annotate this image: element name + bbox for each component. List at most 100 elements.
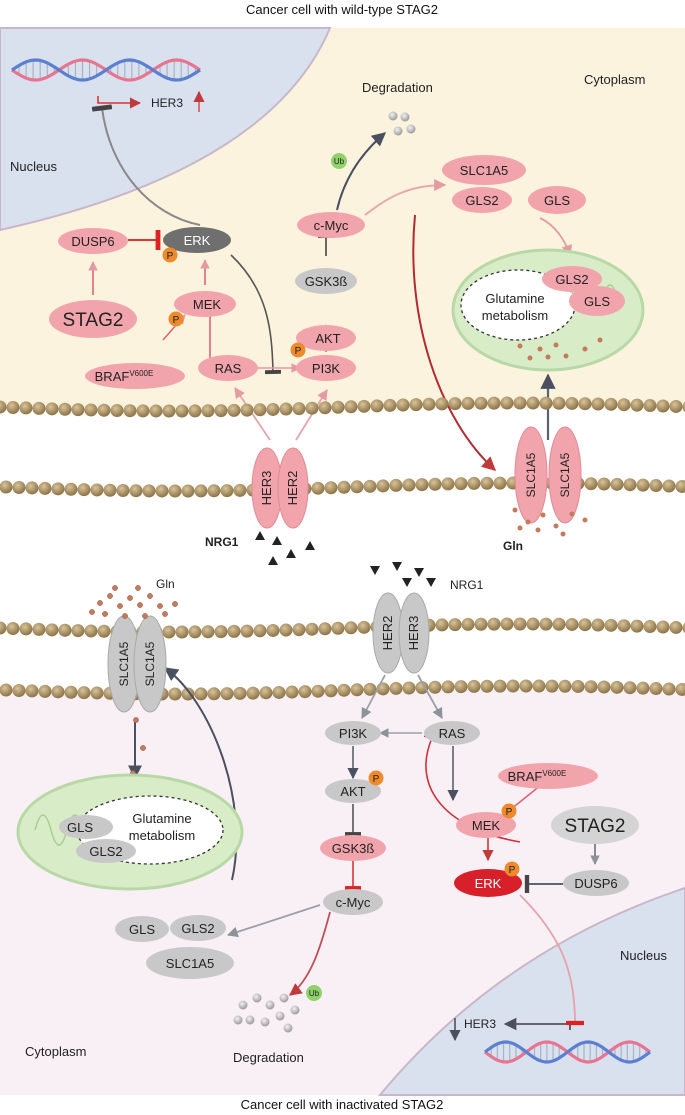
lipid-head (220, 687, 234, 701)
phospho-badge-label: P (506, 807, 513, 818)
lipid-head (84, 403, 98, 417)
bottom-gsk3b-node: GSK3ß (320, 835, 386, 861)
lipid-head (428, 680, 442, 694)
dna-strand (484, 1040, 651, 1064)
lipid-head (682, 622, 685, 634)
lipid-head (292, 623, 306, 637)
membrane-beads (0, 617, 685, 701)
lipid-head (84, 624, 98, 638)
lipid-head (396, 398, 410, 412)
lipid-head (623, 681, 637, 695)
bottom-her3-receptor-label: HER3 (406, 616, 421, 651)
lipid-head (103, 483, 117, 497)
lipid-head (129, 484, 143, 498)
lipid-head (636, 478, 650, 492)
bottom-degradation-label: Degradation (233, 1050, 304, 1065)
top-degradation-label: Degradation (362, 80, 433, 95)
bottom-mek-node: MEK P (456, 803, 517, 838)
lipid-head (610, 680, 624, 694)
top-dusp6-node: DUSP6 (58, 228, 128, 254)
top-erk-label: ERK (184, 233, 211, 248)
lipid-head (227, 624, 241, 638)
top-pi3k-node: PI3K (296, 355, 356, 381)
top-gls-label: GLS (544, 193, 570, 208)
lipid-head (506, 679, 520, 693)
phospho-badge-label: P (509, 865, 516, 876)
top-gsk3b-node: GSK3ß (295, 268, 357, 294)
top-nrg1-triangles (255, 531, 315, 565)
bottom-mito-gls: GLS (67, 820, 93, 835)
lipid-head (311, 481, 325, 495)
lipid-head (376, 479, 390, 493)
top-erk-node: ERK P (162, 227, 231, 263)
lipid-head (643, 620, 657, 634)
lipid-head (454, 680, 468, 694)
top-nodes: DUSP6 ERK P STAG2 MEK P BRAFV600E RAS (49, 153, 586, 389)
lipid-head (467, 476, 481, 490)
lipid-head (552, 617, 566, 631)
bottom-her2-receptor-label: HER2 (380, 616, 395, 651)
top-cytoplasm-label: Cytoplasm (584, 72, 645, 87)
lipid-head (6, 400, 20, 414)
top-pi3k-label: PI3K (312, 361, 341, 376)
top-mito-gls2: GLS2 (555, 272, 588, 287)
lipid-head (97, 624, 111, 638)
lipid-head (0, 683, 13, 697)
lipid-head (25, 481, 39, 495)
lipid-head (233, 686, 247, 700)
lipid-head (32, 622, 46, 636)
lipid-head (6, 621, 20, 635)
lipid-head (682, 401, 685, 413)
phospho-badge (504, 861, 520, 877)
lipid-head (175, 404, 189, 418)
lipid-head (110, 403, 124, 417)
lipid-head (58, 623, 72, 637)
phospho-badge (368, 770, 384, 786)
bottom-degradation-dots (233, 993, 300, 1033)
lipid-head (435, 618, 449, 632)
lipid-head (201, 625, 215, 639)
lipid-head (45, 623, 59, 637)
bottom-mek-label: MEK (472, 818, 501, 833)
lipid-head (279, 623, 293, 637)
lipid-head (201, 404, 215, 418)
top-akt-label: AKT (315, 331, 340, 346)
lipid-head (552, 396, 566, 410)
lipid-head (51, 685, 65, 699)
lipid-head (675, 479, 685, 493)
bottom-gls2-label: GLS2 (181, 921, 214, 936)
lipid-head (532, 679, 546, 693)
lipid-head (77, 483, 91, 497)
lipid-head (12, 683, 26, 697)
lipid-head (64, 685, 78, 699)
lipid-head (0, 621, 7, 635)
bottom-nucleus-label: Nucleus (620, 948, 667, 963)
lipid-head (578, 618, 592, 632)
top-ub-badge: Ub (331, 153, 347, 169)
dna-strand (11, 58, 201, 82)
top-slc1a5-transporter-a: SLC1A5 (514, 426, 548, 524)
lipid-head (623, 478, 637, 492)
lipid-head (12, 480, 26, 494)
bottom-erk-node: ERK P (454, 861, 522, 897)
lipid-head (337, 683, 351, 697)
lipid-head (565, 396, 579, 410)
lipid-head (155, 484, 169, 498)
lipid-head (194, 687, 208, 701)
lipid-head (214, 625, 228, 639)
lipid-head (461, 617, 475, 631)
lipid-head (357, 399, 371, 413)
top-slc-b-label: SLC1A5 (558, 452, 572, 497)
lipid-head (298, 685, 312, 699)
top-mito-gln-dots (517, 337, 603, 361)
lipid-head (51, 482, 65, 496)
phospho-badge (162, 247, 178, 263)
lipid-head (513, 617, 527, 631)
lipid-head (207, 484, 221, 498)
lipid-head (630, 619, 644, 633)
lipid-head (266, 623, 280, 637)
top-stag2-label: STAG2 (63, 310, 124, 331)
lipid-head (142, 484, 156, 498)
lipid-head (363, 682, 377, 696)
